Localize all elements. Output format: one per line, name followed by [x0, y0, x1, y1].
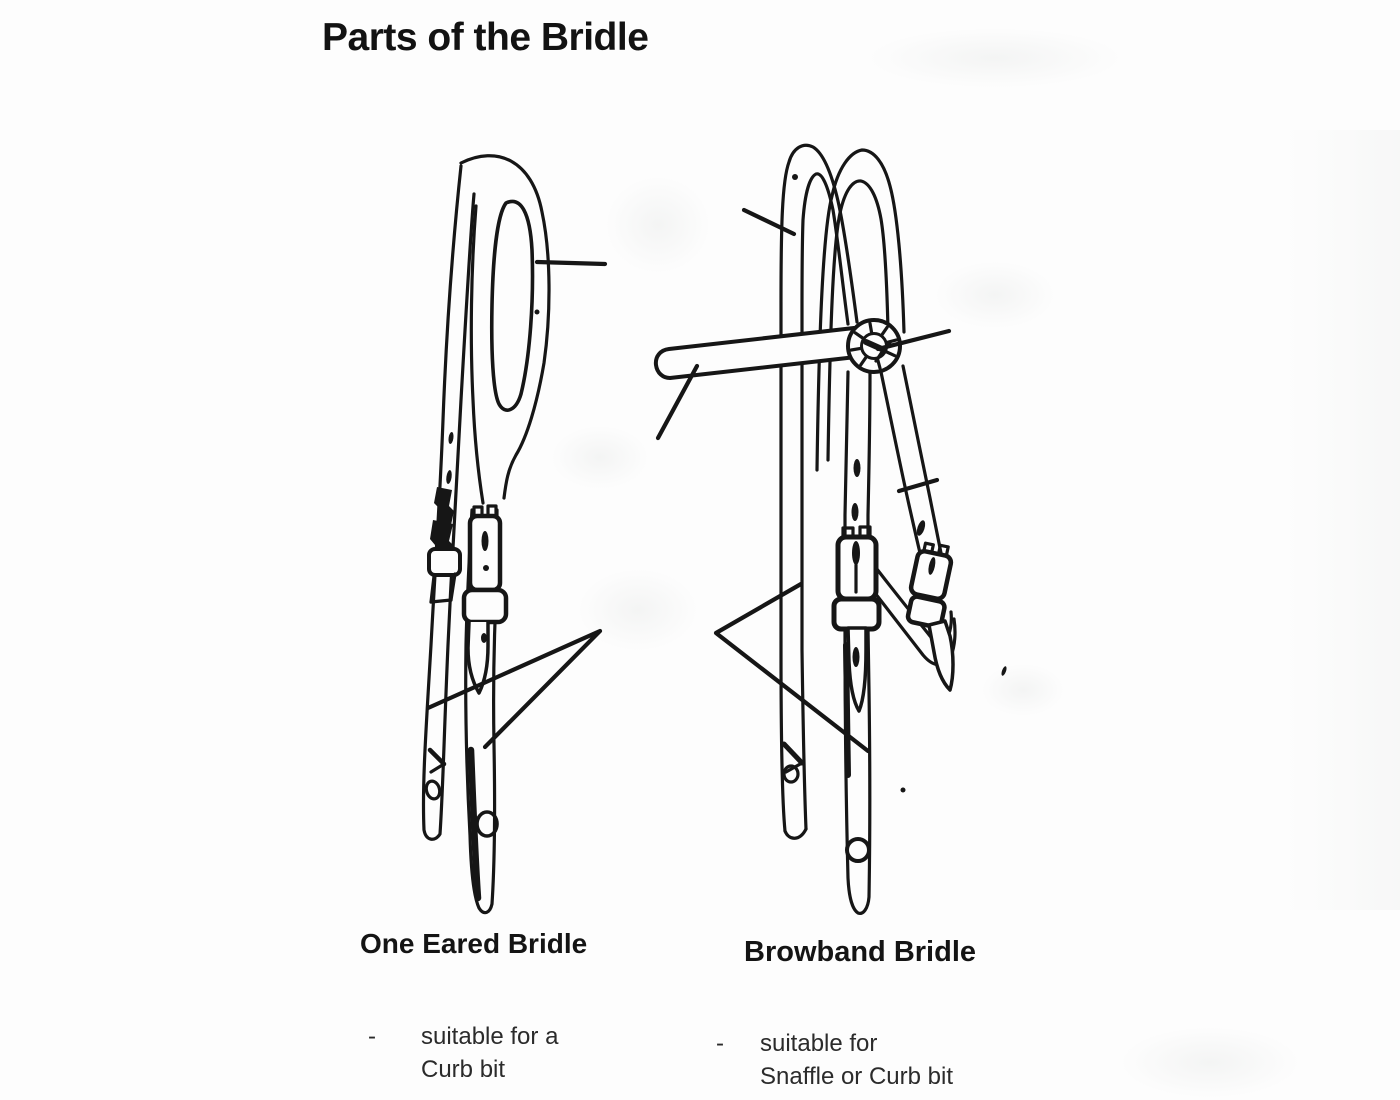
- off-strap-end: [429, 574, 436, 604]
- cheek-buckle-tab: [486, 504, 498, 518]
- rosette-spoke: [849, 346, 863, 352]
- diagonal-strap-left-edge: [879, 370, 923, 559]
- buckle-prong: [481, 531, 489, 551]
- label-line-cheek-straps-right: [713, 581, 871, 754]
- label-line-ear-loop: [534, 259, 608, 267]
- center-buckle-tab: [841, 526, 855, 539]
- strap-notch: [429, 762, 446, 774]
- rosette-spoke: [879, 325, 889, 337]
- ear-loop-inner-edge: [469, 204, 485, 505]
- strap-fleck: [446, 470, 452, 484]
- strap-slot: [916, 520, 926, 536]
- strap-hole: [782, 764, 800, 784]
- rosette-spoke: [859, 355, 869, 367]
- buckle-prong: [852, 541, 860, 565]
- rear-crown-arch-inner: [826, 179, 890, 462]
- browband-bridle-figure: [653, 143, 957, 915]
- rosette-spoke: [884, 349, 897, 358]
- strap-hole: [481, 633, 487, 643]
- note-line: Curb bit: [421, 1056, 506, 1083]
- rosette-center-mark: [874, 350, 884, 363]
- center-buckle-tab: [858, 525, 872, 539]
- ink-speck: [1001, 666, 1007, 676]
- strap-fleck: [448, 432, 454, 444]
- note-line: suitable for: [760, 1030, 878, 1057]
- off-strap-end: [449, 572, 457, 602]
- ear-loop-outer-edge: [459, 154, 551, 500]
- scan-specks: [900, 666, 1007, 793]
- right-buckle-frame: [908, 548, 954, 602]
- rosette-spoke: [853, 331, 865, 341]
- buckle-prong-tip: [483, 565, 489, 571]
- strap-slot: [853, 459, 861, 477]
- one-eared-bridle-figure: [421, 154, 551, 915]
- label-line-cheek-straps-left: [425, 628, 603, 750]
- note-line: suitable for a: [421, 1023, 559, 1050]
- rosette-spoke: [885, 338, 898, 345]
- ear-slot: [489, 199, 535, 412]
- ink-speck: [900, 787, 906, 793]
- ink-speck: [792, 174, 798, 180]
- diagonal-strap-right-edge: [901, 364, 943, 555]
- rear-crown-arch-outer: [815, 148, 906, 472]
- crown-strap: [421, 164, 476, 841]
- note-line: Snaffle or Curb bit: [760, 1063, 953, 1090]
- cheek-strap-thick-edge: [467, 746, 482, 902]
- caption-browband-bridle: Browband Bridle: [744, 936, 977, 968]
- label-line-crownpiece: [741, 207, 797, 237]
- note-browband-bridle: - suitable for Snaffle or Curb bit: [716, 1027, 953, 1093]
- off-strap-keeper: [427, 547, 462, 577]
- right-buckle-tab: [937, 543, 950, 558]
- right-buckle-keeper: [905, 594, 947, 630]
- buckle-prong: [928, 557, 936, 575]
- strap-running-end: [846, 626, 868, 713]
- right-buckle-tab: [922, 541, 935, 554]
- cheek-buckle-keeper: [461, 587, 509, 625]
- center-strap-thick-edge: [843, 642, 851, 778]
- label-line-rosette: [875, 328, 952, 352]
- bullet-dash: -: [716, 1030, 724, 1057]
- label-lines: [425, 207, 952, 754]
- front-strap-tip: [783, 827, 808, 840]
- strap-notch: [781, 741, 805, 766]
- label-line-browband: [655, 363, 700, 441]
- front-crown-arch-outer: [779, 143, 859, 833]
- page-title: Parts of the Bridle: [322, 16, 649, 59]
- off-strap-buckle: [434, 487, 454, 525]
- label-line-cheekpiece: [896, 477, 940, 494]
- cheek-buckle-frame: [467, 513, 503, 593]
- center-strap-right-edge: [866, 370, 872, 540]
- cheek-buckle-tab: [472, 505, 484, 518]
- note-one-eared-bridle: - suitable for a Curb bit: [368, 1020, 558, 1086]
- off-strap-end: [429, 598, 453, 604]
- strap-hole: [424, 779, 442, 801]
- caption-one-eared-bridle: One Eared Bridle: [360, 928, 588, 959]
- center-buckle-keeper: [831, 596, 882, 632]
- throatlatch-outer: [866, 582, 957, 667]
- bullet-dash: -: [368, 1023, 376, 1050]
- strap-running-end: [927, 619, 955, 692]
- strap-slot: [852, 647, 860, 667]
- front-crown-arch-inner: [800, 172, 850, 831]
- ink-speck: [534, 309, 540, 315]
- browband-bar: [653, 326, 858, 380]
- strap-hole: [845, 837, 871, 863]
- strap-notch: [427, 747, 447, 767]
- strap-hole: [475, 810, 499, 838]
- center-strap-left-edge: [843, 370, 850, 540]
- strap-slot: [851, 503, 859, 521]
- rosette-spoke: [868, 321, 874, 335]
